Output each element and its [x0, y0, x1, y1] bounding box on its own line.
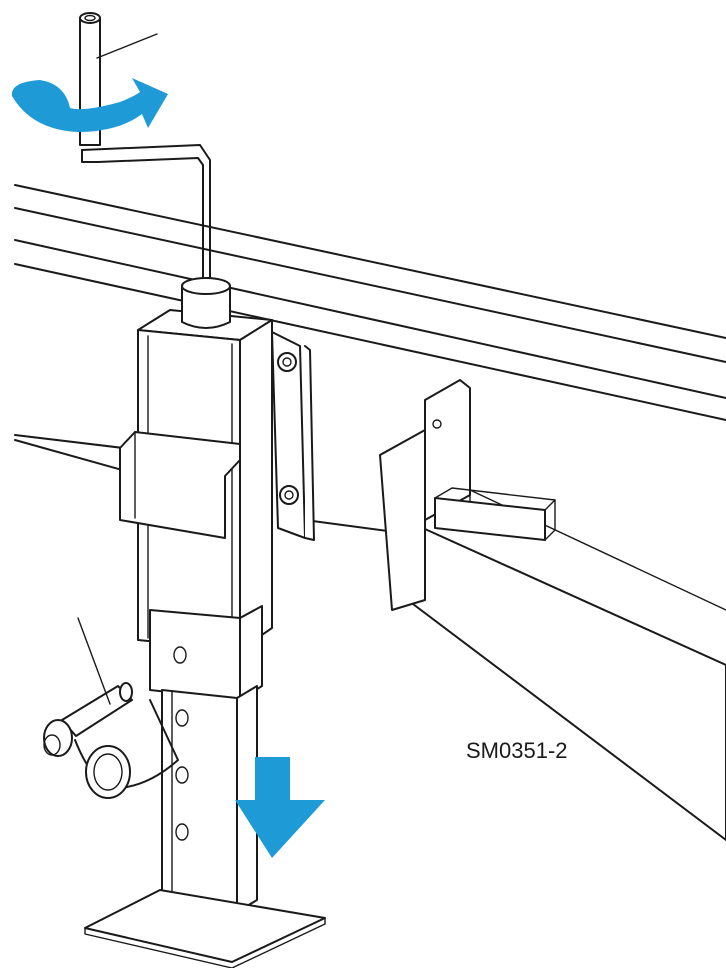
- lower-bolt: [279, 485, 299, 505]
- pin-leader-line: [77, 617, 111, 705]
- jack-outer-tube: [137, 277, 273, 651]
- crank-leader-line: [96, 33, 158, 59]
- curved-rotation-arrow-icon: [11, 78, 168, 132]
- jack-inner-tube: [149, 605, 263, 913]
- figure-reference-code: SM0351-2: [466, 738, 568, 763]
- mounting-plate: [271, 331, 315, 541]
- tongue-bracket: [379, 379, 726, 841]
- foot-plate: [84, 889, 326, 968]
- trailer-frame-rails: [14, 184, 726, 533]
- down-arrow-icon: [235, 757, 325, 858]
- pull-pin: [43, 617, 179, 799]
- crank-handle: [79, 12, 211, 281]
- upper-bolt: [277, 352, 297, 372]
- clamp-band: [119, 431, 241, 539]
